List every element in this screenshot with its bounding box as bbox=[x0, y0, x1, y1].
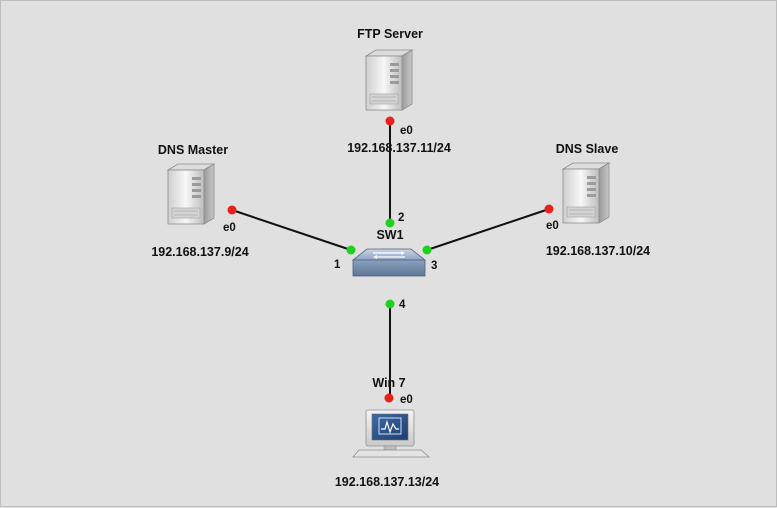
ip-address-label: 192.168.137.10/24 bbox=[546, 244, 650, 258]
node-name: DNS Slave bbox=[556, 142, 619, 156]
port-label: 3 bbox=[431, 260, 437, 272]
link-status-dot-sw1-port4 bbox=[385, 299, 395, 309]
switch-icon bbox=[351, 248, 427, 277]
interface-label: e0 bbox=[400, 394, 413, 406]
server-icon bbox=[167, 163, 215, 225]
switch-name: SW1 bbox=[376, 228, 403, 242]
link-status-dot-sw1-port1 bbox=[346, 245, 356, 255]
ip-address-label: 192.168.137.11/24 bbox=[347, 141, 451, 155]
server-icon bbox=[365, 49, 413, 111]
port-label: 1 bbox=[334, 259, 341, 271]
ip-address-label: 192.168.137.13/24 bbox=[335, 475, 439, 489]
link-status-dot-win7-e0 bbox=[384, 393, 394, 403]
server-icon bbox=[562, 162, 610, 224]
port-label: 4 bbox=[399, 299, 406, 311]
link-dnsmaster-sw1[interactable] bbox=[231, 209, 352, 251]
interface-label: e0 bbox=[400, 125, 413, 137]
node-name: FTP Server bbox=[357, 27, 423, 41]
link-status-dot-sw1-port3 bbox=[422, 245, 432, 255]
node-name: DNS Master bbox=[158, 143, 228, 157]
ip-address-label: 192.168.137.9/24 bbox=[151, 245, 248, 259]
node-dns-master[interactable]: DNS Master e0 192.168.137.9/24 bbox=[151, 143, 248, 259]
workstation-icon bbox=[352, 409, 431, 458]
node-switch-sw1[interactable]: SW1 1 2 3 4 bbox=[334, 212, 437, 311]
node-name: Win 7 bbox=[372, 376, 405, 390]
interface-label: e0 bbox=[223, 222, 236, 234]
interface-label: e0 bbox=[546, 220, 559, 232]
link-dnsslave-sw1[interactable] bbox=[426, 208, 550, 251]
link-status-dot-sw1-port2 bbox=[385, 218, 395, 228]
node-ftp-server[interactable]: FTP Server e0 192.168.137.11/24 bbox=[347, 27, 451, 155]
node-dns-slave[interactable]: DNS Slave e0 192.168.137.10/24 bbox=[546, 142, 650, 258]
link-status-dot-ftp-e0 bbox=[385, 116, 395, 126]
node-win7[interactable]: Win 7 e0 192.168.137.13/24 bbox=[335, 376, 439, 489]
link-status-dot-dnsmaster-e0 bbox=[227, 205, 237, 215]
port-label: 2 bbox=[398, 212, 404, 224]
link-status-dot-dnsslave-e0 bbox=[544, 204, 554, 214]
